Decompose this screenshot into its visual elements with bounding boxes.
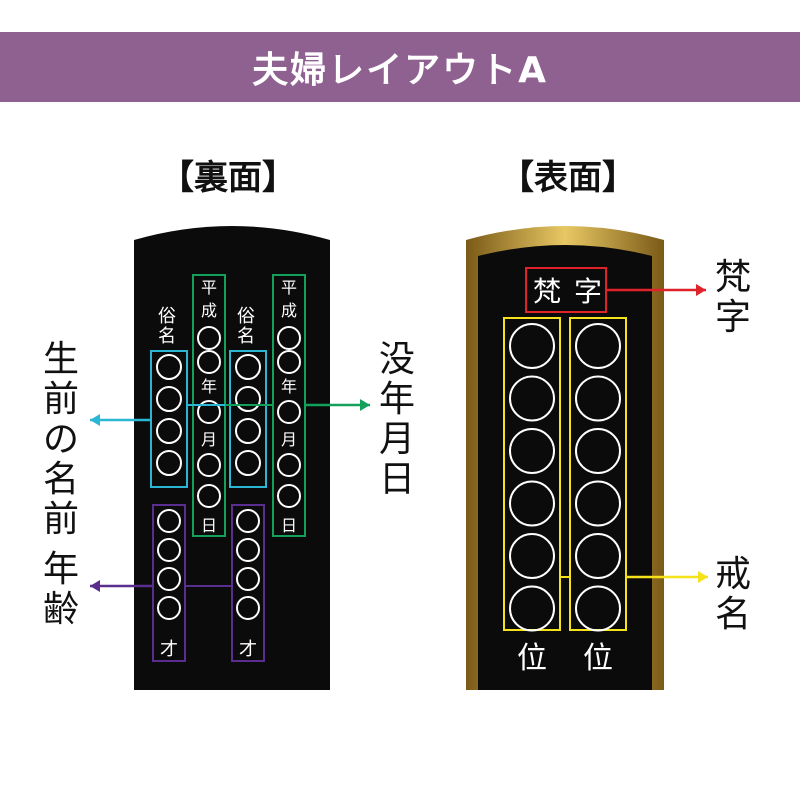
kaimyo-circle — [509, 533, 555, 579]
bonji-arrow-head — [696, 284, 706, 296]
name-label-char: 俗 — [237, 306, 255, 327]
label-char: 月 — [378, 419, 415, 460]
era-char: 平 — [281, 278, 297, 297]
label-char: 戒 — [714, 554, 751, 595]
label-name: 生前の名前 — [40, 340, 82, 540]
front-heading: 【表面】 — [500, 158, 636, 198]
label-char: 没 — [378, 339, 415, 380]
name-circle — [235, 450, 261, 476]
date-circle — [277, 326, 301, 350]
era-char: 平 — [201, 278, 217, 297]
label-char: 生 — [42, 339, 79, 380]
label-char: 梵 — [714, 257, 751, 298]
date-circle — [197, 484, 221, 508]
age-suffix: 才 — [160, 639, 178, 660]
date-arrow-head — [360, 399, 370, 411]
kaimyo-circle — [509, 323, 555, 369]
age-suffix: 才 — [239, 639, 257, 660]
name-arrow-head — [90, 414, 100, 426]
rank-suffix: 位 — [583, 641, 613, 676]
age-circle — [236, 509, 260, 533]
name-circle — [156, 386, 182, 412]
front-tablet-face — [478, 245, 652, 690]
date-marker: 年 — [281, 377, 297, 396]
era-char: 成 — [281, 301, 297, 320]
age-circle — [236, 538, 260, 562]
kaimyo-circle — [509, 375, 555, 422]
date-circle — [277, 400, 301, 424]
label-death-date: 没年月日 — [376, 340, 418, 500]
age-arrow-head — [90, 580, 100, 592]
name-circle — [156, 418, 182, 444]
kaimyo-circle — [575, 533, 621, 579]
date-marker: 年 — [201, 377, 217, 396]
age-circle — [157, 538, 181, 562]
kaimyo-circle — [575, 585, 621, 632]
date-marker: 日 — [281, 516, 297, 535]
label-char: 前 — [42, 379, 79, 420]
label-char: 年 — [378, 379, 415, 420]
date-marker: 月 — [201, 430, 217, 449]
name-label-char: 名 — [158, 326, 176, 347]
label-char: 名 — [714, 594, 751, 635]
label-char: 前 — [42, 499, 79, 540]
name-label-char: 名 — [237, 326, 255, 347]
label-kaimyo: 戒名 — [712, 555, 754, 635]
kaimyo-arrow-head — [698, 571, 708, 583]
age-circle — [157, 567, 181, 591]
date-marker: 月 — [281, 430, 297, 449]
kaimyo-circle — [509, 585, 555, 632]
date-circle — [197, 326, 221, 350]
kaimyo-circle — [509, 428, 555, 474]
kaimyo-circle — [575, 323, 621, 369]
date-circle — [277, 453, 301, 477]
rank-suffix: 位 — [517, 641, 547, 676]
date-circle — [197, 453, 221, 477]
kaimyo-circle — [575, 428, 621, 474]
title-banner: 夫婦レイアウトA — [0, 32, 800, 102]
age-circle — [236, 567, 260, 591]
era-char: 成 — [201, 301, 217, 320]
page-title: 夫婦レイアウトA — [252, 50, 548, 91]
label-age: 年齢 — [40, 550, 82, 630]
name-box — [229, 350, 267, 488]
label-char: 名 — [42, 459, 79, 500]
date-marker: 日 — [201, 516, 217, 535]
label-char: 字 — [714, 297, 751, 338]
kaimyo-circle — [575, 375, 621, 422]
name-circle — [235, 386, 261, 412]
name-circle — [156, 450, 182, 476]
date-circle — [197, 350, 221, 374]
age-circle — [236, 596, 260, 620]
age-circle — [157, 509, 181, 533]
label-char: 年 — [42, 549, 79, 590]
name-circle — [235, 418, 261, 444]
back-tablet — [134, 226, 330, 690]
name-label-char: 俗 — [158, 306, 176, 327]
name-circle — [235, 354, 261, 380]
kaimyo-circle — [509, 480, 555, 527]
bonji-char: 字 — [574, 275, 602, 308]
date-circle — [197, 400, 221, 424]
name-circle — [156, 354, 182, 380]
label-bonji: 梵字 — [712, 258, 754, 338]
date-circle — [277, 484, 301, 508]
label-char: 日 — [378, 459, 415, 500]
age-box — [152, 504, 186, 662]
age-circle — [157, 596, 181, 620]
back-heading: 【裏面】 — [160, 158, 296, 198]
date-circle — [277, 350, 301, 374]
label-char: の — [42, 419, 79, 460]
kaimyo-circle — [575, 480, 621, 527]
label-char: 齢 — [42, 589, 79, 630]
bonji-char: 梵 — [533, 275, 561, 308]
age-box — [231, 504, 265, 662]
